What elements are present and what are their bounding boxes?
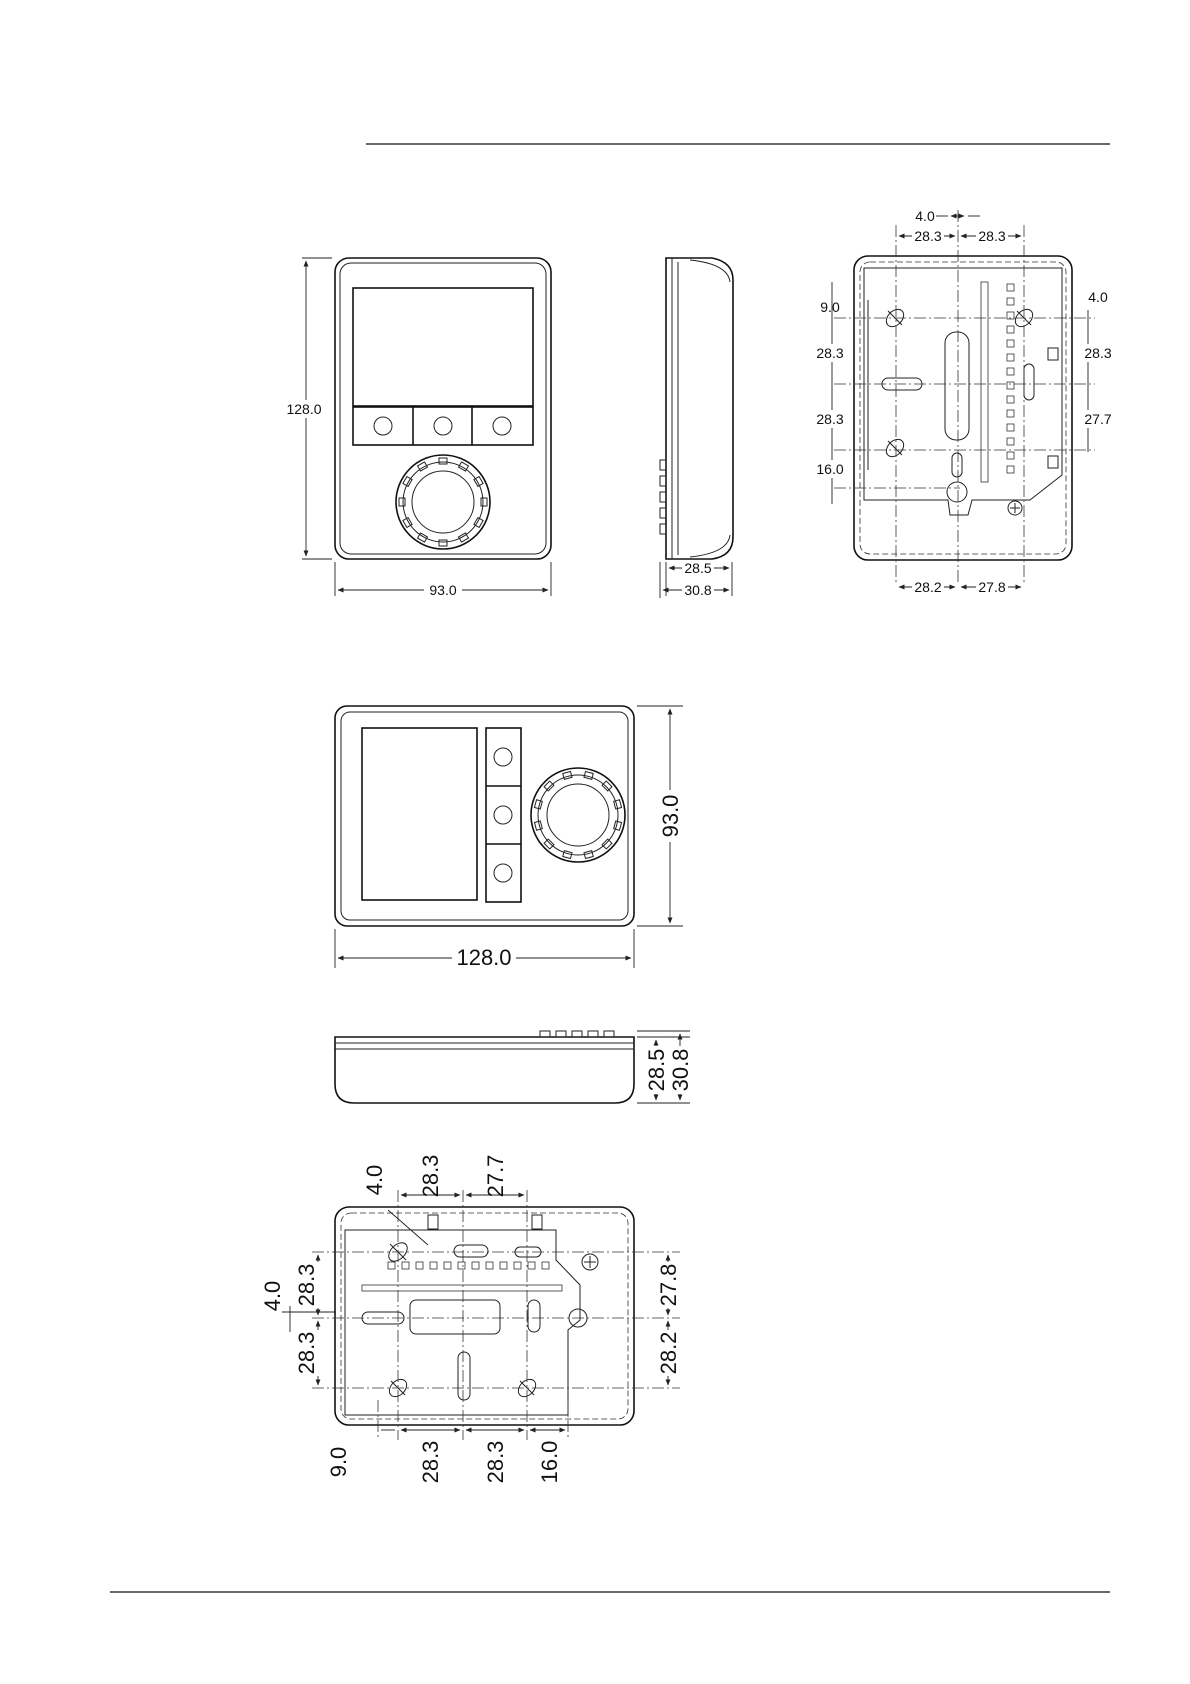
terminal-strip [981,282,1014,482]
landscape-side-depth-outer-label: 30.8 [668,1049,693,1092]
landscape-top-3-label: 27.7 [483,1155,508,1198]
ground-screw [1008,501,1022,515]
side-view: 28.5 30.8 [660,258,733,598]
landscape-display-screen [362,728,477,900]
landscape-rotary-knob [531,768,625,862]
button-panel [353,407,533,445]
landscape-bottom-3-label: 28.3 [483,1441,508,1484]
landscape-left-2-label: 28.3 [294,1264,319,1307]
back-bottom-left-label: 28.2 [914,579,941,595]
landscape-right-1-label: 27.8 [656,1264,681,1307]
back-left-4-label: 16.0 [816,461,843,477]
back-top-left-label: 28.3 [914,228,941,244]
landscape-side-view: 28.5 30.8 [335,1031,693,1103]
landscape-width-label: 128.0 [456,945,511,970]
back-bottom-right-label: 27.8 [978,579,1005,595]
back-top-center-label: 4.0 [915,208,935,224]
landscape-top-1-label: 4.0 [362,1165,387,1196]
landscape-height-label: 93.0 [658,795,683,838]
landscape-front-view: 93.0 128.0 [335,706,684,970]
front-height-label: 128.0 [286,401,321,417]
back-right-2-label: 28.3 [1084,345,1111,361]
button-left [374,417,392,435]
back-view: 4.0 28.3 28.3 9.0 28.3 28.3 16.0 4.0 28.… [812,208,1116,595]
landscape-bottom-2-label: 28.3 [418,1441,443,1484]
landscape-button-panel [486,728,521,902]
landscape-right-2-label: 28.2 [656,1332,681,1375]
landscape-bottom-1-label: 9.0 [326,1447,351,1478]
rotary-knob [396,455,490,549]
side-depth-inner-label: 28.5 [684,560,711,576]
landscape-terminal-strip [362,1262,562,1291]
back-right-1-label: 4.0 [1088,289,1108,305]
landscape-top-2-label: 28.3 [418,1155,443,1198]
back-top-right-label: 28.3 [978,228,1005,244]
front-view: 128.0 93.0 [284,258,551,599]
button-right [493,417,511,435]
back-left-3-label: 28.3 [816,411,843,427]
back-left-1-label: 9.0 [820,299,840,315]
landscape-left-1-label: 4.0 [260,1281,285,1312]
back-right-3-label: 27.7 [1084,411,1111,427]
side-depth-outer-label: 30.8 [684,582,711,598]
landscape-bottom-4-label: 16.0 [537,1441,562,1484]
display-screen [353,288,533,406]
landscape-back-view: 4.0 28.3 27.7 4.0 28.3 28.3 27.8 28.2 9.… [260,1155,681,1484]
landscape-left-3-label: 28.3 [294,1332,319,1375]
landscape-side-depth-inner-label: 28.5 [644,1049,669,1092]
front-width-label: 93.0 [429,582,456,598]
back-left-2-label: 28.3 [816,345,843,361]
button-middle [434,417,452,435]
landscape-ground-screw [582,1254,598,1270]
mounting-screw-hole-bottom-left [883,436,907,460]
